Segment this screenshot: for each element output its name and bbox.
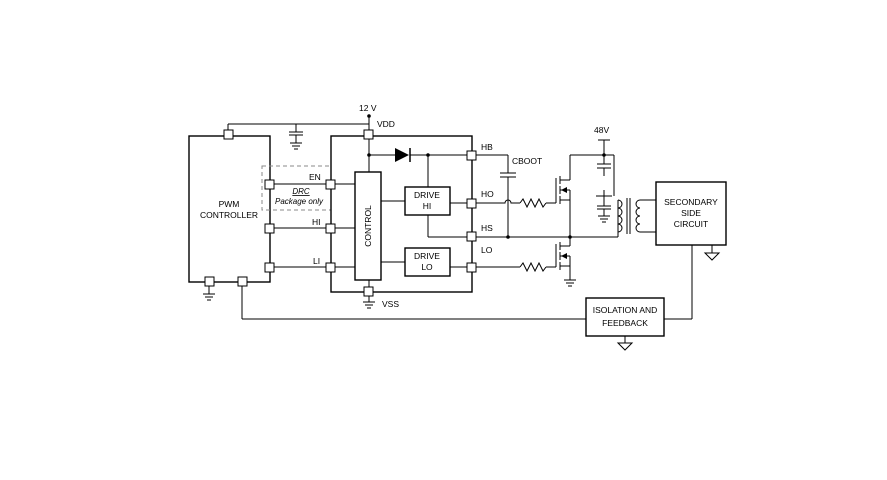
pin-hs-label: HS: [481, 223, 493, 233]
ic-pad-ho: [466, 198, 477, 209]
secondary-label-1: SECONDARY: [664, 197, 718, 207]
pwm-label-1: PWM: [219, 199, 240, 209]
drc-label: DRC: [292, 187, 310, 196]
isolation-label-1: ISOLATION AND: [593, 305, 658, 315]
supply-12v-rail: [227, 114, 371, 150]
pwm-ground-symbol: [203, 286, 215, 301]
ic-pad-lo: [466, 262, 477, 273]
secondary-label-2: SIDE: [681, 208, 701, 218]
low-side-ground-symbol: [564, 279, 576, 287]
label-48v: 48V: [594, 125, 609, 135]
pin-en-label: EN: [309, 172, 321, 182]
ic-pad-hi: [325, 223, 336, 234]
isolation-ground-symbol: [616, 336, 634, 351]
ic-pad-hb: [466, 150, 477, 161]
isolation-label-2: FEEDBACK: [602, 318, 648, 328]
vss-label: VSS: [382, 299, 399, 309]
vss-ground-symbol: [363, 280, 375, 309]
isolation-feedback-block: [585, 297, 665, 337]
control-block: [354, 171, 382, 281]
gate-driver-ic: [330, 135, 473, 293]
drive-hi-label-1: DRIVE: [414, 190, 440, 200]
drive-lo-label-2: LO: [421, 262, 433, 272]
ic-pad-hs: [466, 231, 477, 242]
label-12v: 12 V: [359, 103, 377, 113]
ho-gate-resistor: [519, 197, 547, 209]
pwm-pad-en: [264, 179, 275, 190]
ic-pad-vss: [363, 286, 374, 297]
drive-lo-label-1: DRIVE: [414, 251, 440, 261]
control-label: CONTROL: [363, 205, 373, 247]
pin-hi-label: HI: [312, 217, 321, 227]
ic-pad-li: [325, 262, 336, 273]
cboot-label: CBOOT: [512, 156, 542, 166]
ic-pad-en: [325, 179, 336, 190]
pwm-controller-block: [188, 135, 271, 283]
drive-hi-label-2: HI: [423, 201, 432, 211]
pwm-pad-gnd: [204, 276, 215, 287]
high-side-mosfet-icon: [555, 155, 571, 237]
secondary-ground-symbol: [703, 245, 721, 261]
pwm-pad-hi: [264, 223, 275, 234]
pin-hb-label: HB: [481, 142, 493, 152]
pin-li-label: LI: [313, 256, 320, 266]
lo-gate-resistor: [519, 261, 547, 273]
pin-lo-label: LO: [481, 245, 493, 255]
secondary-side-circuit-block: [655, 181, 727, 246]
pin-ho-label: HO: [481, 189, 494, 199]
label-vdd: VDD: [377, 119, 395, 129]
pwm-pad-fb: [237, 276, 248, 287]
secondary-label-3: CIRCUIT: [674, 219, 708, 229]
pwm-pad-top: [223, 129, 234, 140]
package-only-label: Package only: [275, 197, 324, 206]
drive-lo-block: [404, 247, 451, 277]
pwm-pad-li: [264, 262, 275, 273]
pwm-label-2: CONTROLLER: [200, 210, 258, 220]
low-side-mosfet-icon: [555, 237, 571, 280]
transformer-icon: [570, 198, 658, 238]
ic-pad-vdd: [363, 129, 374, 140]
